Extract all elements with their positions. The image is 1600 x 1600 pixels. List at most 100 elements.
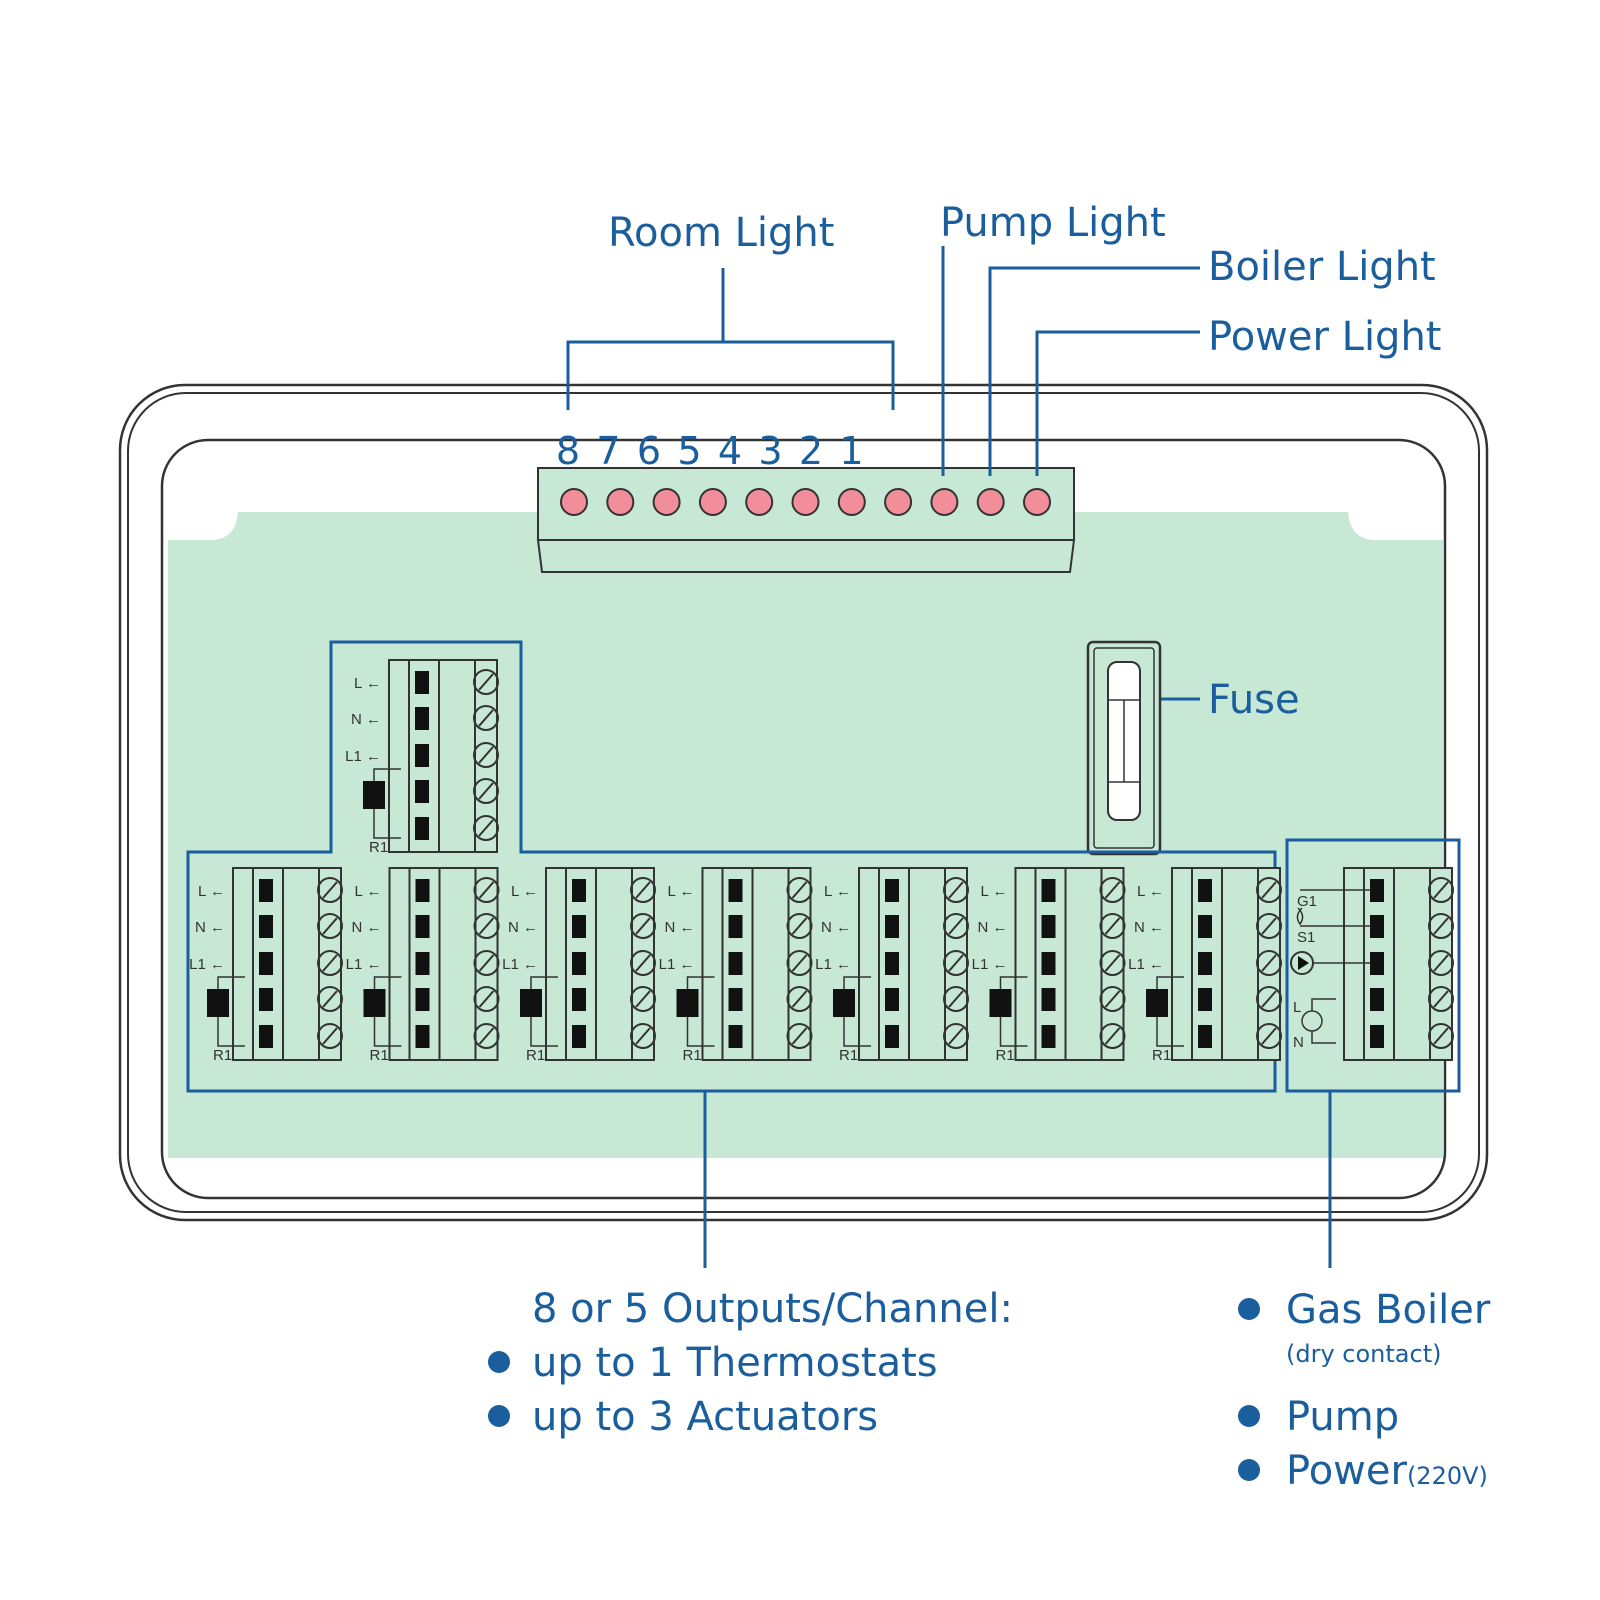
outputs-heading: 8 or 5 Outputs/Channel: (532, 1286, 1013, 1332)
terminal-pin (1041, 1025, 1056, 1048)
terminal-pin (1370, 915, 1384, 938)
terminal-pin (415, 952, 430, 975)
terminal-label: N ← (508, 919, 538, 936)
terminal-label: L ← (355, 883, 382, 900)
screw-terminal (1099, 986, 1126, 1012)
terminal-pin (572, 879, 586, 902)
screw-terminal (630, 950, 656, 976)
terminal-pin (1041, 952, 1056, 975)
terminal-pin (415, 817, 429, 840)
screw-terminal (473, 705, 499, 731)
terminal-label: L1 ← (346, 956, 382, 973)
screw-terminal (473, 1023, 500, 1049)
terminal-pin (885, 1025, 899, 1048)
bullet-dot (1238, 1405, 1260, 1427)
relay-r1 (363, 989, 386, 1013)
terminal-pin (885, 988, 899, 1011)
terminal-block: L ←N ←L1 ←R1 (659, 867, 813, 1064)
terminal-block: L ←N ←L1 ←R1 (189, 867, 343, 1064)
terminal-block: L ← N ← L1 ← R1 (346, 867, 500, 1064)
relay-r1 (520, 989, 542, 1013)
indicator-led (837, 488, 866, 516)
indicator-led (1023, 488, 1051, 516)
relay-label: R1 (839, 1047, 858, 1064)
relay-label: R1 (213, 1047, 232, 1064)
terminal-label: L1 ← (1128, 956, 1164, 973)
bullet-dot (1238, 1298, 1260, 1320)
indicator-led (884, 488, 913, 516)
screw-terminal (630, 1023, 656, 1049)
outputs-bullet-actuators: up to 3 Actuators (532, 1394, 878, 1440)
terminal-pin (415, 744, 429, 767)
relay-r1 (676, 989, 699, 1013)
gas-boiler-label: Gas Boiler (1286, 1287, 1491, 1333)
terminal-label: L ← (1137, 883, 1164, 900)
terminal-pin (1370, 952, 1384, 975)
terminal-pin (572, 988, 586, 1011)
screw-terminal (943, 950, 969, 976)
screw-terminal (317, 1023, 343, 1049)
terminal-pin (259, 879, 273, 902)
screw-terminal (1428, 913, 1454, 939)
screw-terminal (1256, 913, 1282, 939)
screw-terminal (1256, 950, 1282, 976)
output-channels-outline (186, 640, 1277, 1093)
terminal-pin (1370, 1025, 1384, 1048)
circuit-board (168, 512, 1443, 1158)
indicator-led (606, 488, 635, 516)
fuse (1086, 640, 1162, 856)
screw-terminal (1428, 986, 1454, 1012)
screw-terminal (317, 986, 343, 1012)
terminal-pin (1041, 988, 1056, 1011)
power-label: Power (1286, 1448, 1407, 1494)
relay-label: R1 (996, 1047, 1015, 1064)
power-light-label: Power Light (1208, 314, 1441, 360)
pump-light-label: Pump Light (940, 200, 1166, 246)
terminal-blocks: L ←N ←L1 ←R1L ←N ←L1 ←R1L ←N ←L1 ←R1L ←N… (189, 659, 1282, 1064)
terminal-block: L ←N ←L1 ←R1 (345, 659, 499, 856)
room-number: 4 (718, 429, 742, 473)
screw-terminal (1256, 986, 1282, 1012)
indicator-led (698, 488, 727, 516)
relay-r1 (989, 989, 1012, 1013)
screw-terminal (630, 877, 656, 903)
screw-terminal (943, 877, 969, 903)
terminal-pin (885, 952, 899, 975)
terminal-pin (415, 707, 429, 730)
terminal-pin (728, 1025, 743, 1048)
bullet-dot (488, 1405, 510, 1427)
terminal-pin (415, 915, 430, 938)
room-number: 8 (556, 429, 580, 473)
terminal-label: N ← (352, 919, 382, 936)
screw-terminal (786, 1023, 813, 1049)
relay-label: R1 (370, 1047, 389, 1064)
screw-terminal (1099, 877, 1126, 903)
screw-terminal (473, 815, 499, 841)
screw-terminal (786, 913, 813, 939)
room-number: 5 (677, 429, 701, 473)
indicator-led (652, 488, 681, 516)
room-number: 3 (758, 429, 782, 473)
screw-terminal (943, 986, 969, 1012)
terminal-pin (1198, 915, 1212, 938)
fuse-label: Fuse (1208, 677, 1300, 723)
room-number: 6 (637, 429, 661, 473)
flame-icon (1296, 907, 1304, 926)
outputs-bullet-thermostats: up to 1 Thermostats (532, 1340, 938, 1386)
relay-label: R1 (526, 1047, 545, 1064)
screw-terminal (1428, 950, 1454, 976)
terminal-pin (415, 1025, 430, 1048)
terminal-pin (1198, 1025, 1212, 1048)
terminal-pin (415, 671, 429, 694)
terminal-label: L ← (354, 675, 381, 692)
screw-terminal (1099, 913, 1126, 939)
terminal-label: L ← (824, 883, 851, 900)
terminal-label-s1: S1 (1297, 929, 1315, 946)
indicator-led (560, 488, 588, 516)
pump-label: Pump (1286, 1394, 1399, 1440)
screw-terminal (473, 950, 500, 976)
terminal-pin (415, 780, 429, 803)
terminal-label: L1 ← (659, 956, 695, 973)
